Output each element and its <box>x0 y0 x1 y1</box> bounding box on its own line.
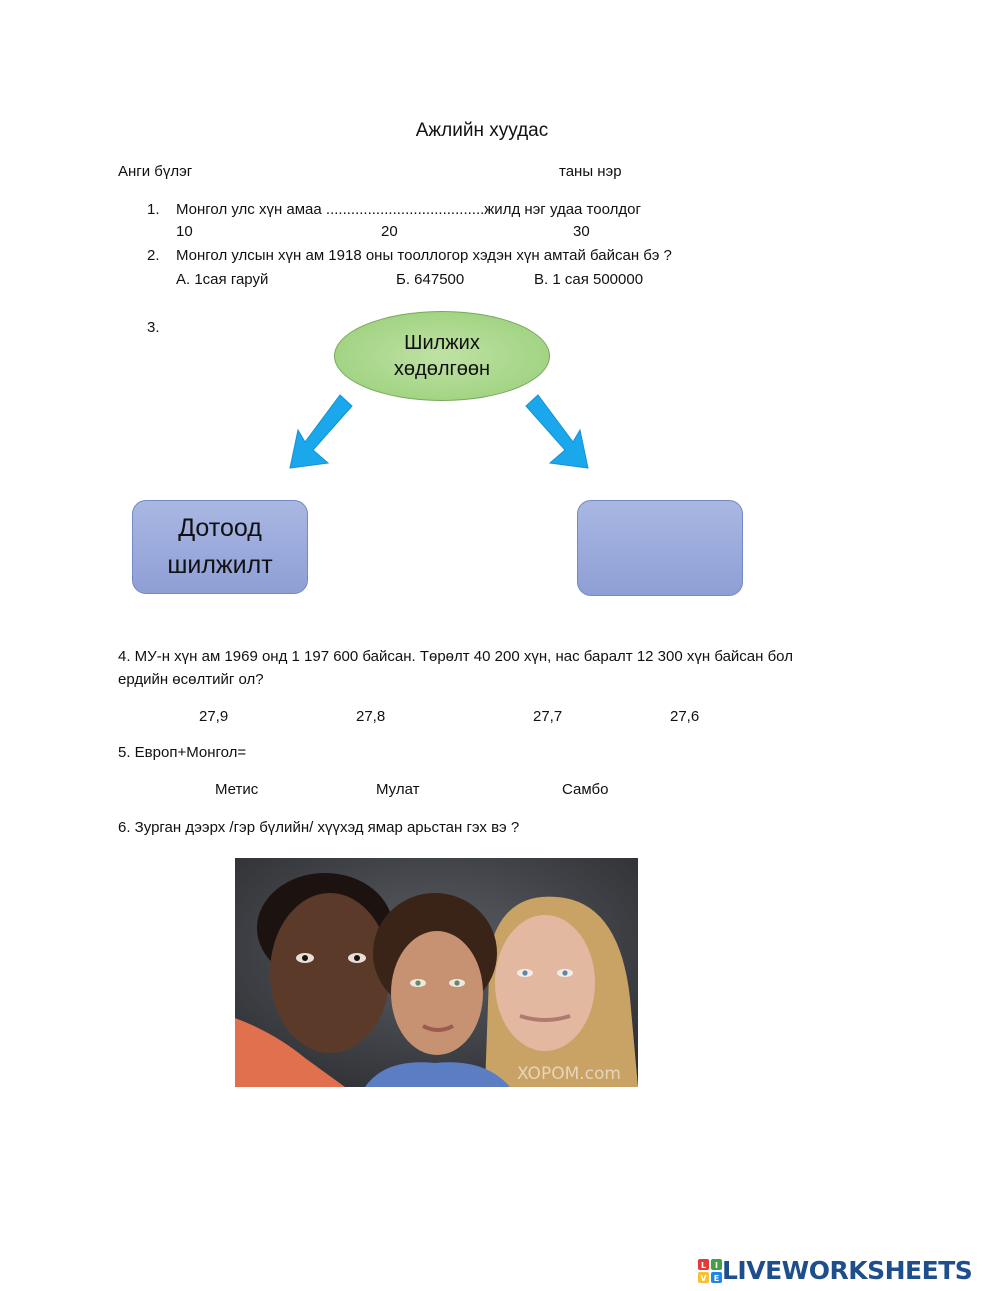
q5-option-2[interactable]: Мулат <box>376 781 420 798</box>
q1-number: 1. <box>147 201 160 218</box>
right-arrow <box>525 394 589 469</box>
q3-number: 3. <box>147 319 160 336</box>
liveworksheets-logo[interactable]: L I V E LIVEWORKSHEETS <box>698 1256 973 1285</box>
svg-text:E: E <box>714 1274 719 1283</box>
q1-text: Монгол улс хүн амаа ....................… <box>176 201 641 218</box>
q2-option-a[interactable]: А. 1сая гаруй <box>176 271 269 288</box>
q4-text-line1: 4. МУ-н хүн ам 1969 онд 1 197 600 байсан… <box>118 648 793 665</box>
q5-option-3[interactable]: Самбо <box>562 781 609 798</box>
q4-option-4[interactable]: 27,6 <box>670 708 700 725</box>
logo-text: LIVEWORKSHEETS <box>722 1256 973 1285</box>
svg-text:I: I <box>715 1261 718 1270</box>
migration-oval: Шилжих хөдөлгөөн <box>334 311 550 401</box>
q2-text: Монгол улсын хүн ам 1918 оны тооллогор х… <box>176 247 672 264</box>
answer-box[interactable] <box>577 500 743 596</box>
svg-text:V: V <box>700 1274 707 1283</box>
page-title: Ажлийн хуудас <box>415 120 549 141</box>
name-label: таны нэр <box>559 163 622 180</box>
left-arrow <box>289 394 353 469</box>
q1-option-2[interactable]: 20 <box>381 223 398 240</box>
logo-badge-icon: L I V E <box>698 1259 722 1283</box>
q6-text: 6. Зурган дээрх /гэр бүлийн/ хүүхэд ямар… <box>118 819 520 836</box>
q2-option-b[interactable]: Б. 647500 <box>396 271 465 288</box>
q2-option-c[interactable]: В. 1 сая 500000 <box>534 271 644 288</box>
family-photo: XOPOM.com <box>235 858 638 1087</box>
q4-text-line2: ердийн өсөлтийг ол? <box>118 671 264 688</box>
q4-option-2[interactable]: 27,8 <box>356 708 386 725</box>
svg-text:L: L <box>701 1261 706 1270</box>
q4-option-3[interactable]: 27,7 <box>533 708 563 725</box>
q5-text: 5. Европ+Монгол= <box>118 744 247 761</box>
internal-migration-box: Дотоод шилжилт <box>132 500 308 594</box>
q2-number: 2. <box>147 247 160 264</box>
class-label: Анги бүлэг <box>118 163 193 180</box>
q5-option-1[interactable]: Метис <box>215 781 259 798</box>
photo-watermark: XOPOM.com <box>517 1064 621 1084</box>
q1-option-1[interactable]: 10 <box>176 223 193 240</box>
q1-option-3[interactable]: 30 <box>573 223 590 240</box>
q4-option-1[interactable]: 27,9 <box>199 708 229 725</box>
